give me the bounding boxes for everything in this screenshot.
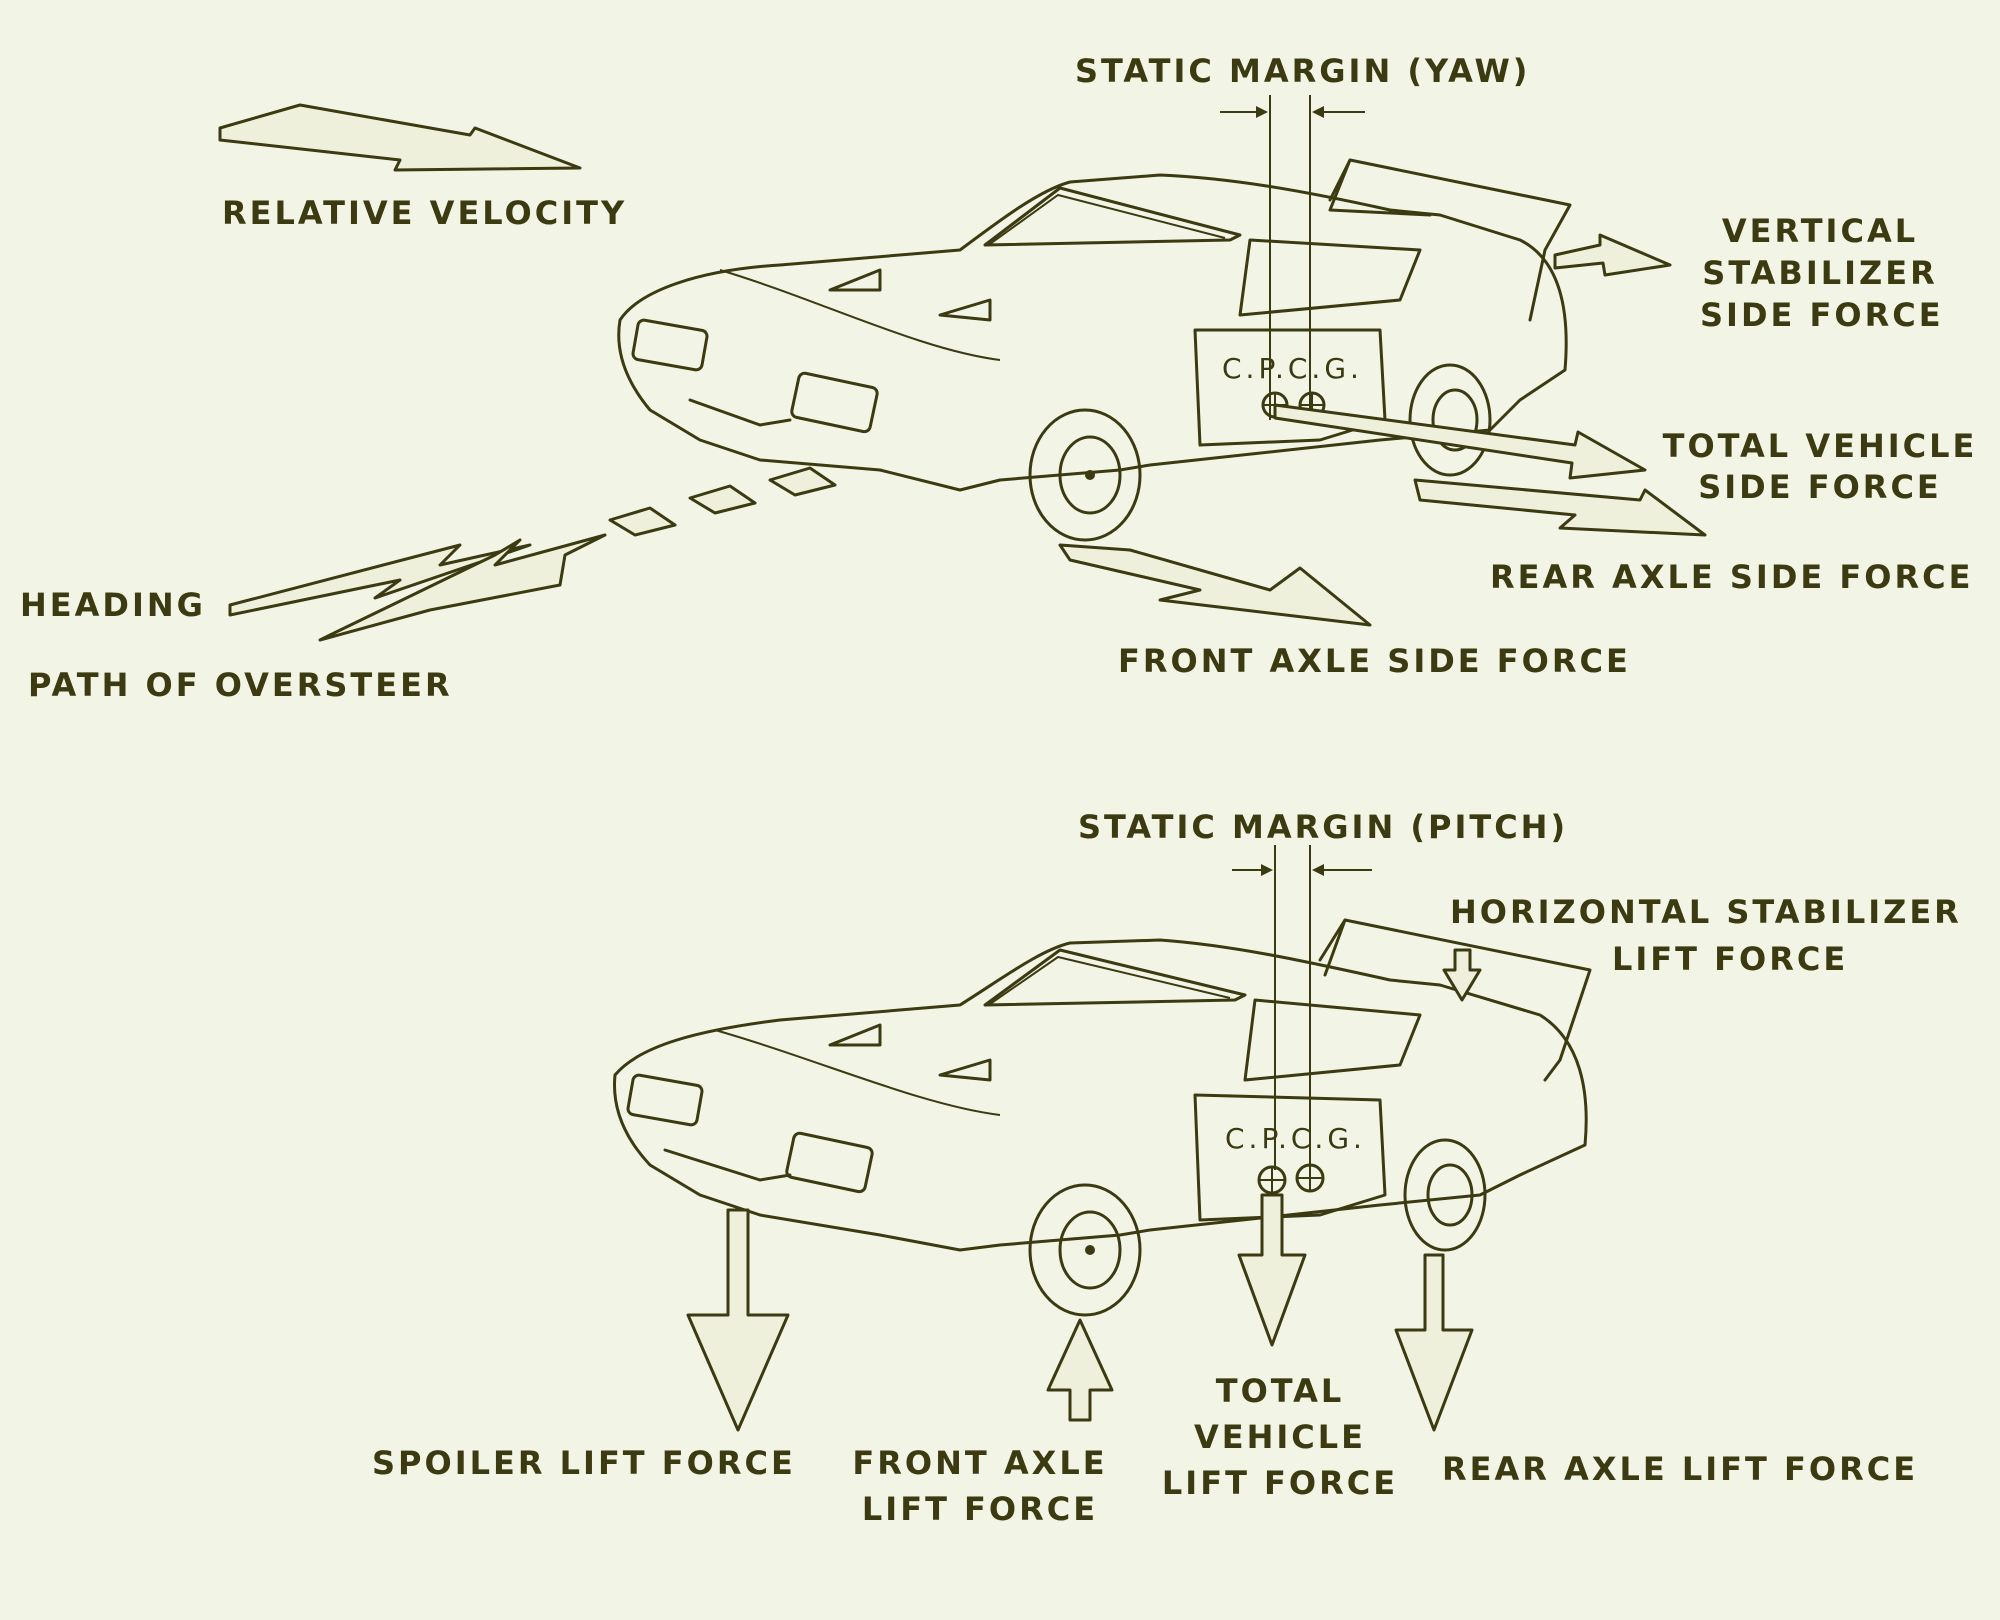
horizontal-stabilizer-label-2: LIFT FORCE — [1612, 940, 1849, 978]
relative-velocity-arrow — [218, 103, 582, 172]
total-vehicle-lift-force-label-3: LIFT FORCE — [1161, 1464, 1399, 1502]
relative-velocity-label: RELATIVE VELOCITY — [222, 194, 628, 232]
front-axle-lift-force-label-2: LIFT FORCE — [861, 1490, 1099, 1528]
total-vehicle-lift-force-label-2: VEHICLE — [1193, 1418, 1367, 1456]
spoiler-lift-force-label: SPOILER LIFT FORCE — [372, 1444, 796, 1482]
vertical-stabilizer-label-1: VERTICAL — [1721, 212, 1919, 250]
static-margin-yaw-label: STATIC MARGIN (YAW) — [1075, 52, 1531, 90]
vertical-stabilizer-force-arrow — [1553, 233, 1672, 277]
horizontal-stabilizer-lift-arrow — [1442, 948, 1482, 1002]
spoiler-lift-force-arrow — [686, 1208, 790, 1432]
total-vehicle-lift-force-arrow — [1237, 1193, 1307, 1347]
total-vehicle-side-force-label-1: TOTAL VEHICLE — [1662, 427, 1978, 465]
front-axle-side-force-arrow — [1058, 543, 1372, 627]
vertical-stabilizer-label-2: STABILIZER — [1702, 254, 1938, 292]
total-vehicle-lift-force-label-1: TOTAL — [1215, 1372, 1345, 1410]
top-car-drawing — [617, 95, 1572, 542]
top-cpcg-label: C.P.C.G. — [1222, 352, 1363, 385]
vertical-stabilizer-label-3: SIDE FORCE — [1700, 296, 1944, 334]
rear-axle-side-force-arrow — [1413, 478, 1707, 537]
bottom-cpcg-label: C.P.C.G. — [1225, 1122, 1366, 1155]
path-of-oversteer-arrow — [318, 533, 607, 642]
front-axle-lift-force-arrow — [1046, 1318, 1114, 1422]
rear-axle-lift-force-arrow — [1394, 1253, 1474, 1432]
path-dashes — [608, 466, 837, 537]
static-margin-pitch-label: STATIC MARGIN (PITCH) — [1078, 808, 1569, 846]
total-vehicle-side-force-label-2: SIDE FORCE — [1698, 468, 1942, 506]
front-axle-lift-force-label-1: FRONT AXLE — [852, 1444, 1108, 1482]
heading-arrow — [228, 543, 532, 617]
front-axle-side-force-label: FRONT AXLE SIDE FORCE — [1118, 642, 1631, 680]
rear-axle-lift-force-label: REAR AXLE LIFT FORCE — [1442, 1450, 1919, 1488]
rear-axle-side-force-label: REAR AXLE SIDE FORCE — [1490, 558, 1974, 596]
path-of-oversteer-label: PATH OF OVERSTEER — [28, 666, 453, 704]
bottom-car-drawing — [613, 845, 1592, 1317]
heading-label: HEADING — [20, 586, 206, 624]
horizontal-stabilizer-label-1: HORIZONTAL STABILIZER — [1450, 893, 1962, 931]
total-vehicle-side-force-arrow — [1273, 403, 1647, 480]
